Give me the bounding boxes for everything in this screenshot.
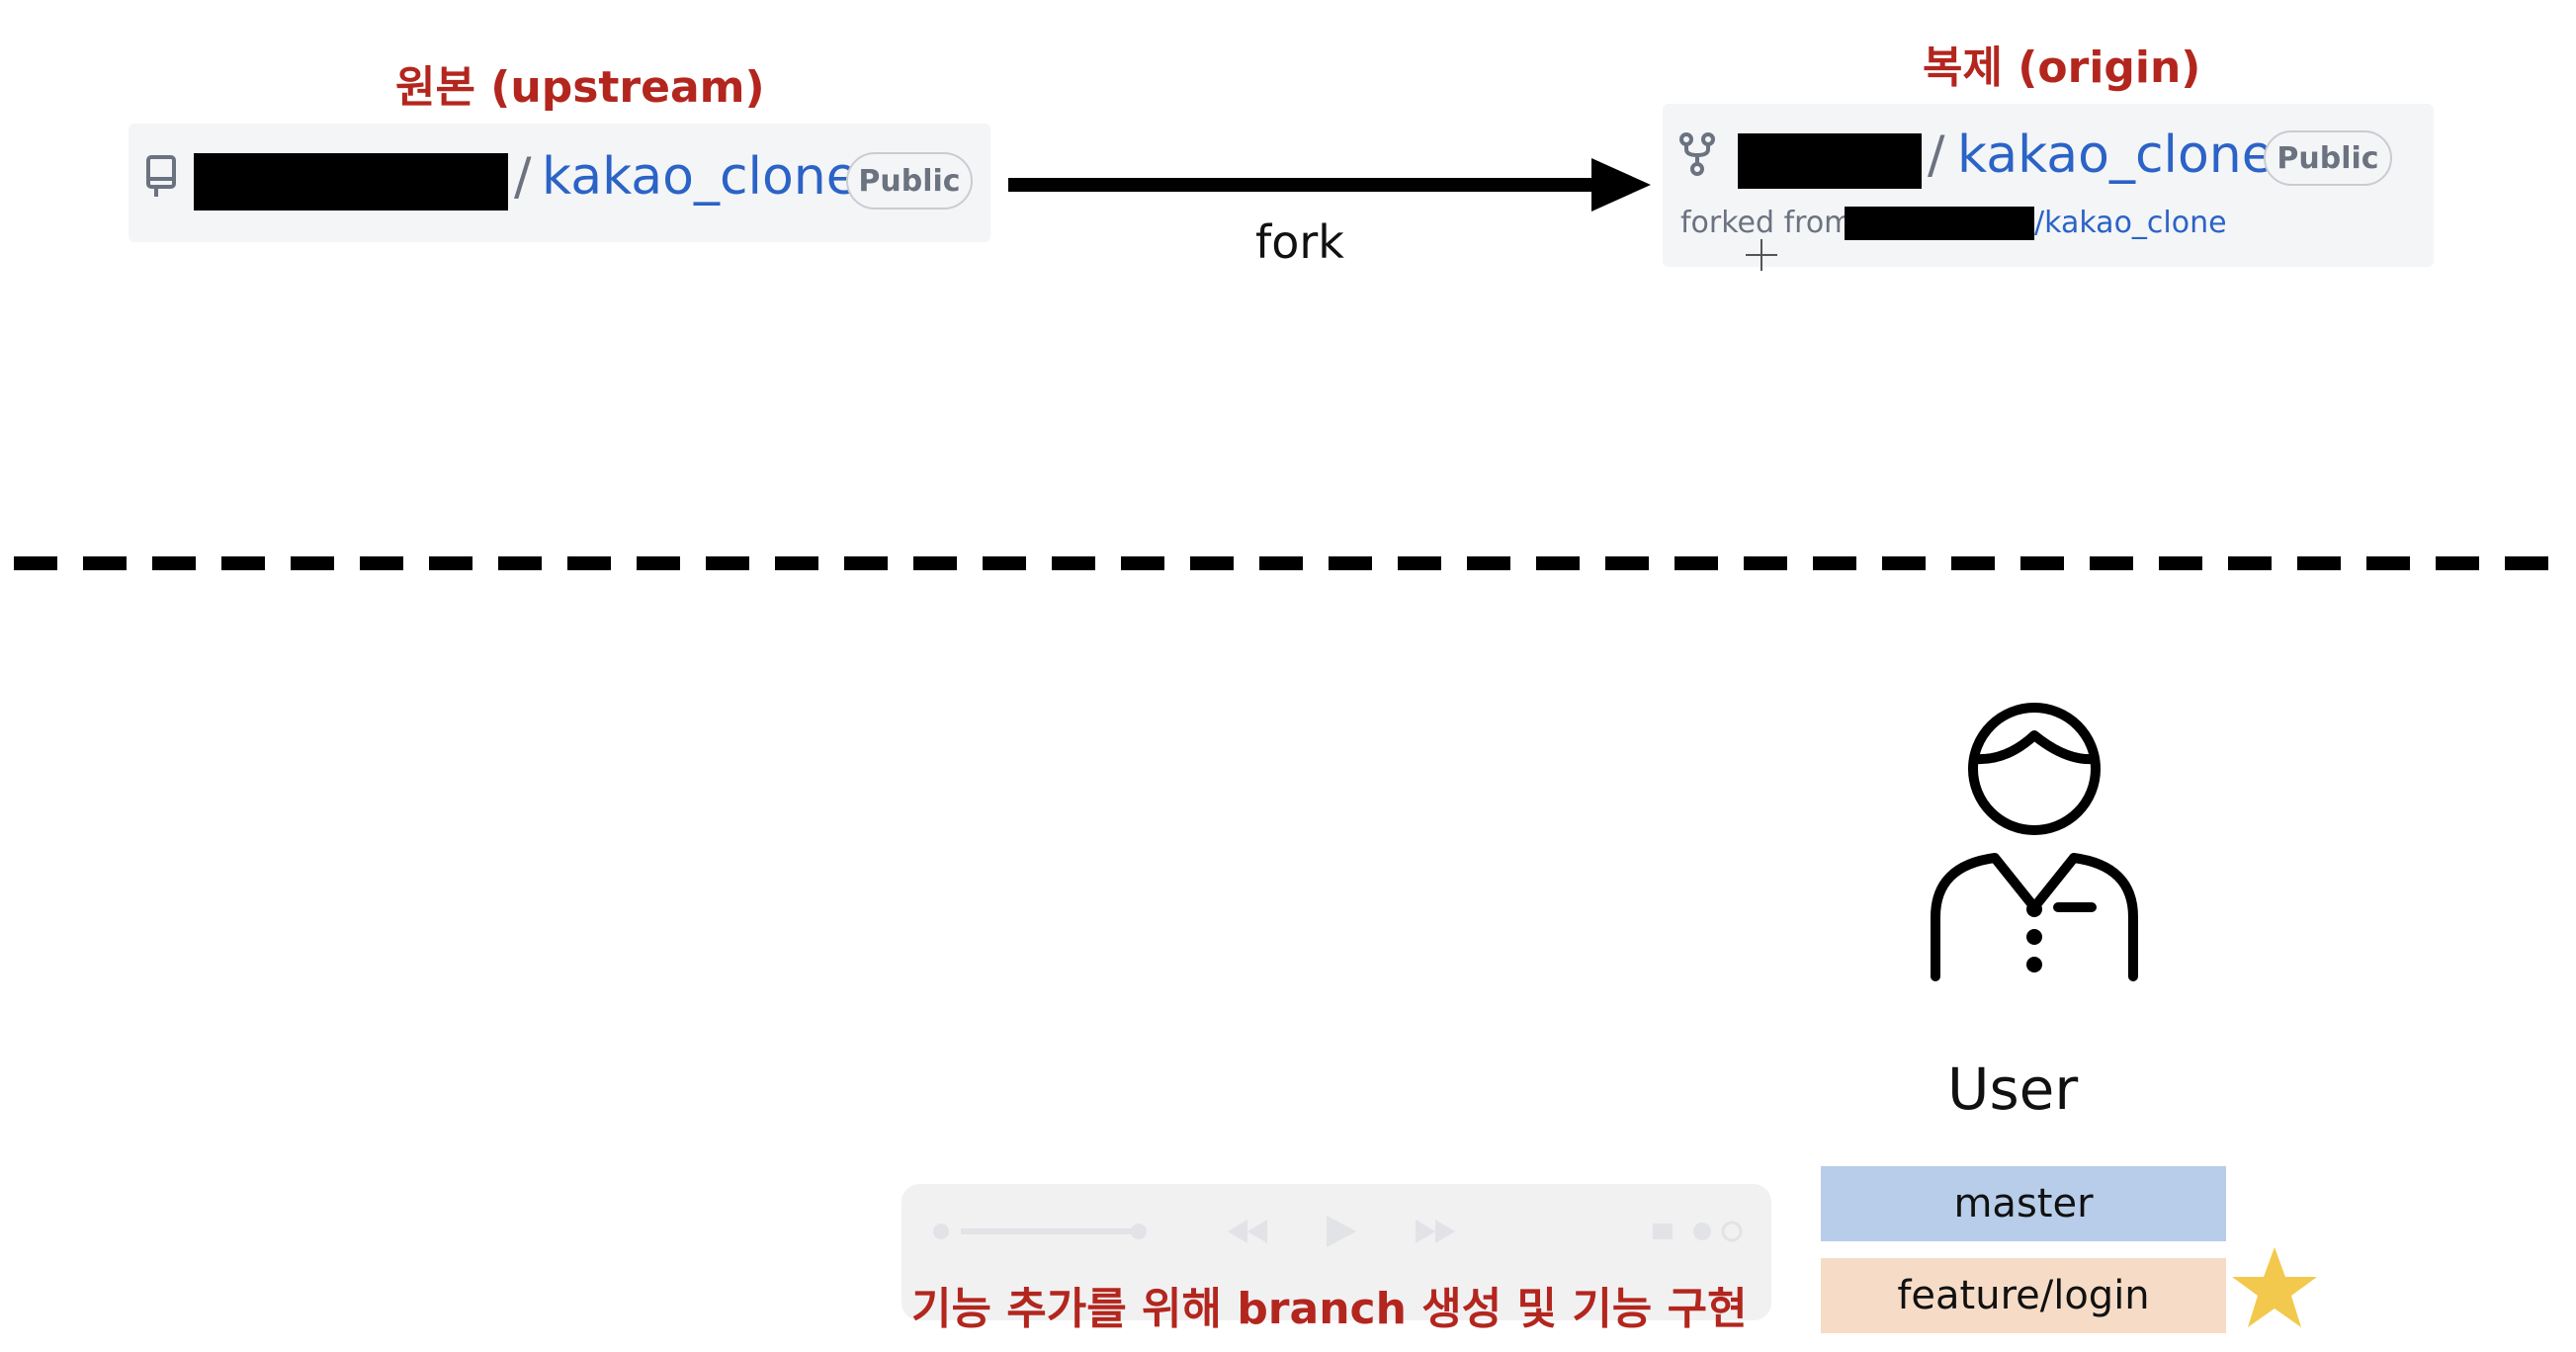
fork-label: fork [1255, 215, 1344, 269]
path-separator: / [514, 147, 532, 207]
visibility-badge: Public [2264, 130, 2392, 186]
owner-redaction [194, 153, 508, 211]
user-icon [1931, 703, 2138, 981]
origin-heading: 복제 (origin) [1923, 42, 2201, 93]
forked-from-label: forked from [1680, 206, 1853, 240]
repo-name-link[interactable]: kakao_clone [1957, 126, 2274, 185]
dashed-divider [14, 556, 2570, 570]
path-separator: / [1928, 126, 1945, 185]
caption: 기능 추가를 위해 branch 생성 및 기능 구현 [911, 1284, 1748, 1334]
upstream-heading: 원본 (upstream) [395, 62, 765, 113]
fork-arrow [1008, 158, 1651, 211]
upstream-repo-card: / kakao_clone Public [129, 124, 990, 242]
repo-forked-icon [1678, 131, 1718, 181]
owner-redaction [1738, 133, 1922, 189]
visibility-badge: Public [846, 152, 973, 210]
repo-name-link[interactable]: kakao_clone [542, 147, 858, 207]
branch-master: master [1821, 1166, 2226, 1241]
repo-icon [144, 153, 180, 203]
star-icon [2232, 1247, 2317, 1327]
branch-feature-login: feature/login [1821, 1258, 2226, 1333]
forked-from-link[interactable]: /kakao_clone [2034, 206, 2227, 240]
forked-owner-redaction [1845, 207, 2034, 240]
video-player-bar[interactable] [902, 1184, 1771, 1320]
origin-repo-card: / kakao_clone Public forked from /kakao_… [1663, 104, 2434, 267]
crosshair-cursor-icon [1746, 239, 1777, 271]
user-label: User [1947, 1056, 2079, 1123]
player-controls [933, 1216, 1743, 1247]
